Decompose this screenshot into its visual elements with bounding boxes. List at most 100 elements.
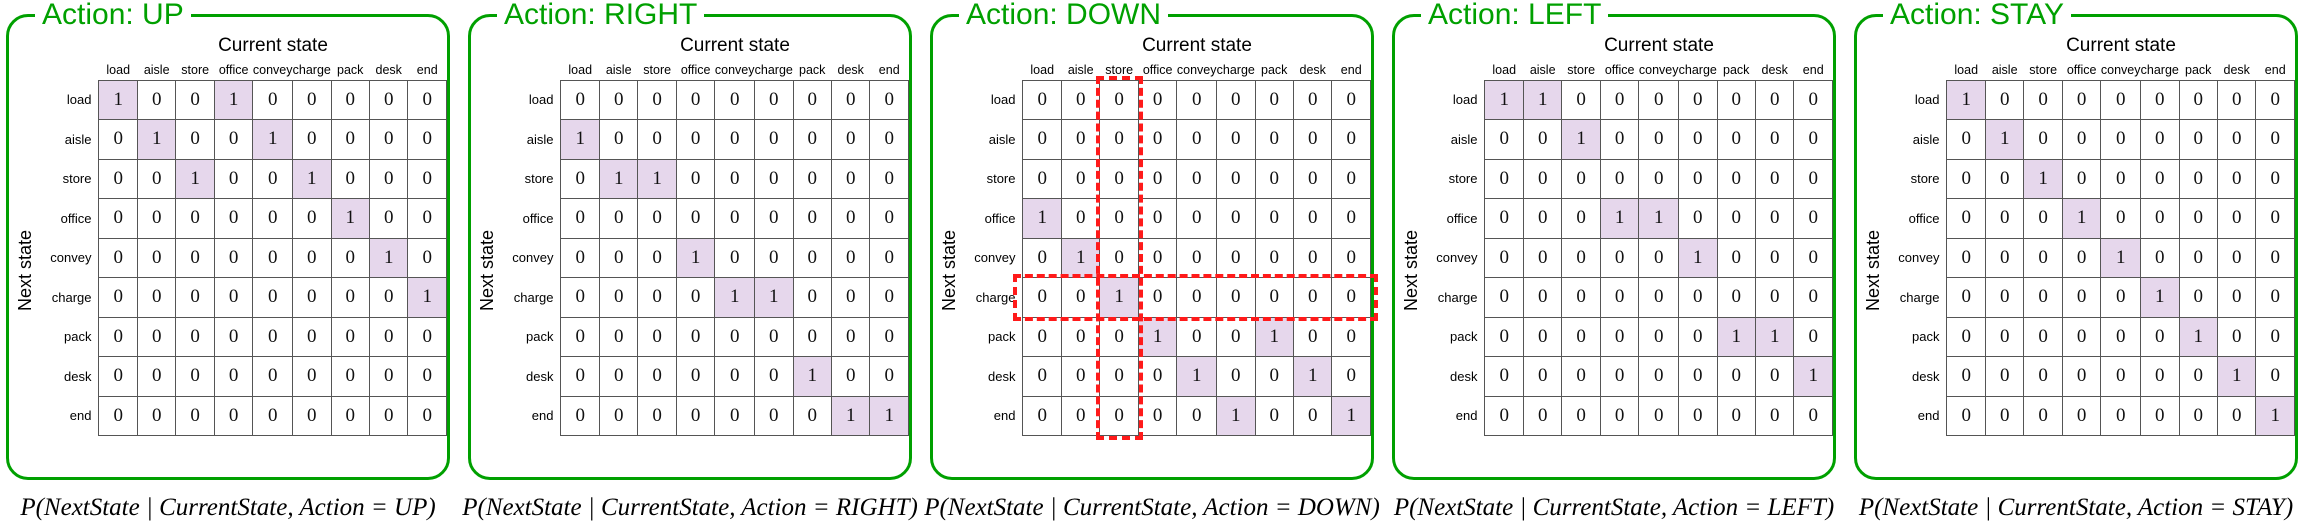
matrix-cell-aisle-load: 0 bbox=[1484, 119, 1524, 160]
matrix-cell-pack-office: 0 bbox=[1599, 316, 1640, 357]
axis-label-next-state-text: Next state bbox=[15, 229, 36, 311]
row-header-aisle: aisle bbox=[988, 131, 1016, 147]
matrix-cell-convey-pack: 0 bbox=[2178, 237, 2218, 278]
col-header-end: end bbox=[2264, 62, 2286, 77]
matrix-cell-office-aisle: 0 bbox=[136, 198, 177, 239]
matrix-cell-charge-store: 0 bbox=[175, 277, 215, 318]
matrix-cell-store-load: 0 bbox=[1946, 158, 1986, 199]
row-header-charge: charge bbox=[975, 289, 1016, 305]
matrix-cell-desk-store: 0 bbox=[1561, 356, 1601, 397]
matrix-cell-aisle-aisle: 1 bbox=[136, 119, 177, 160]
matrix-cell-load-end: 0 bbox=[1331, 79, 1371, 120]
matrix-cell-aisle-pack: 0 bbox=[2178, 119, 2218, 160]
matrix-cell-pack-pack: 1 bbox=[1716, 316, 1756, 357]
matrix-cell-load-convey: 0 bbox=[252, 79, 294, 120]
col-header-aisle: aisle bbox=[143, 62, 170, 77]
matrix-cell-convey-charge: 1 bbox=[1678, 237, 1718, 278]
matrix-cell-convey-office: 0 bbox=[1137, 237, 1178, 278]
matrix-cell-end-store: 0 bbox=[637, 395, 677, 436]
matrix-cell-store-convey: 0 bbox=[2100, 158, 2142, 199]
matrix-cell-office-end: 0 bbox=[407, 198, 447, 239]
matrix-cell-store-charge: 1 bbox=[292, 158, 332, 199]
axis-label-next-state: Next state bbox=[1395, 35, 1429, 471]
col-header-office: office bbox=[2066, 62, 2097, 77]
matrix-cell-aisle-desk: 0 bbox=[368, 119, 409, 160]
row-header-desk: desk bbox=[988, 368, 1016, 384]
matrix-cell-pack-office: 0 bbox=[213, 316, 254, 357]
matrix-cell-load-end: 0 bbox=[407, 79, 447, 120]
matrix-cell-aisle-charge: 0 bbox=[2140, 119, 2180, 160]
matrix-cell-pack-desk: 0 bbox=[830, 316, 871, 357]
row-header-charge: charge bbox=[513, 289, 554, 305]
matrix-cell-end-office: 0 bbox=[1599, 395, 1640, 436]
matrix-cell-convey-office: 0 bbox=[2061, 237, 2102, 278]
panel-caption-left: P(NextState | CurrentState, Action = LEF… bbox=[1393, 494, 1835, 521]
row-header-convey: convey bbox=[1898, 250, 1940, 266]
matrix-cell-load-desk: 0 bbox=[830, 79, 871, 120]
matrix-cell-aisle-end: 0 bbox=[2255, 119, 2295, 160]
matrix-cell-charge-aisle: 0 bbox=[136, 277, 177, 318]
matrix-cell-end-desk: 0 bbox=[368, 395, 409, 436]
matrix-cell-convey-aisle: 0 bbox=[1984, 237, 2025, 278]
row-header-store: store bbox=[524, 171, 554, 187]
matrix-cell-convey-convey: 0 bbox=[714, 237, 756, 278]
matrix-cell-desk-convey: 0 bbox=[1638, 356, 1680, 397]
matrix-cell-office-aisle: 0 bbox=[1060, 198, 1101, 239]
matrix-cell-desk-aisle: 0 bbox=[598, 356, 639, 397]
row-header-store: store bbox=[62, 171, 92, 187]
matrix-cell-store-desk: 0 bbox=[1754, 158, 1795, 199]
matrix-cell-end-store: 0 bbox=[175, 395, 215, 436]
matrix-cell-convey-office: 1 bbox=[675, 237, 716, 278]
row-header-convey: convey bbox=[512, 250, 554, 266]
axis-label-current-state: Current state bbox=[218, 35, 328, 56]
matrix-cell-pack-pack: 1 bbox=[1254, 316, 1294, 357]
matrix-cell-end-end: 1 bbox=[2255, 395, 2295, 436]
matrix-cell-aisle-aisle: 0 bbox=[1060, 119, 1101, 160]
matrix-cell-office-store: 0 bbox=[1099, 198, 1139, 239]
col-header-aisle: aisle bbox=[1067, 62, 1094, 77]
matrix-cell-charge-convey: 0 bbox=[252, 277, 294, 318]
col-header-convey: convey bbox=[714, 62, 755, 77]
matrix-cell-convey-end: 0 bbox=[1331, 237, 1371, 278]
matrix-cell-charge-pack: 0 bbox=[330, 277, 370, 318]
matrix-cell-desk-end: 1 bbox=[1793, 356, 1833, 397]
matrix-cell-convey-store: 0 bbox=[1099, 237, 1139, 278]
matrix-cell-desk-end: 0 bbox=[2255, 356, 2295, 397]
matrix-cell-office-convey: 1 bbox=[1638, 198, 1680, 239]
matrix-cell-pack-end: 0 bbox=[1793, 316, 1833, 357]
axis-label-next-state: Next state bbox=[9, 35, 43, 471]
matrix-cell-desk-desk: 0 bbox=[368, 356, 409, 397]
matrix-cell-end-load: 0 bbox=[1484, 395, 1524, 436]
matrix-cell-desk-charge: 0 bbox=[2140, 356, 2180, 397]
row-header-pack: pack bbox=[526, 329, 554, 345]
matrix-cell-pack-end: 0 bbox=[1331, 316, 1371, 357]
matrix-cell-store-load: 0 bbox=[98, 158, 138, 199]
matrix-cell-end-load: 0 bbox=[98, 395, 138, 436]
matrix-cell-load-aisle: 1 bbox=[1522, 79, 1563, 120]
matrix-cell-desk-end: 0 bbox=[407, 356, 447, 397]
matrix-cell-aisle-store: 0 bbox=[2023, 119, 2063, 160]
matrix-corner-cell bbox=[1891, 59, 1947, 80]
panel-legend-down: Action: DOWN bbox=[959, 0, 1169, 32]
matrix-cell-store-convey: 0 bbox=[714, 158, 756, 199]
row-header-load: load bbox=[66, 92, 92, 108]
matrix-cell-end-end: 1 bbox=[1331, 395, 1371, 436]
matrix-cell-convey-aisle: 0 bbox=[1522, 237, 1563, 278]
matrix-cell-charge-aisle: 0 bbox=[1984, 277, 2025, 318]
col-header-load: load bbox=[1492, 62, 1517, 77]
matrix-cell-desk-desk: 1 bbox=[2216, 356, 2257, 397]
